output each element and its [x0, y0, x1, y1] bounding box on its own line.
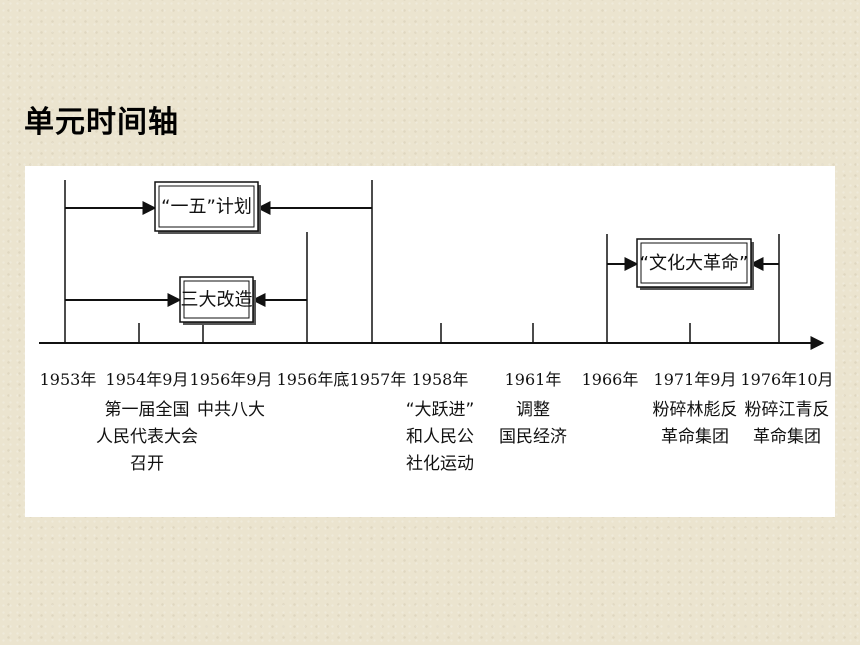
event-description-line: 社化运动 [406, 454, 474, 474]
event-year-label: 1961年 [505, 370, 562, 389]
slide-title: 单元时间轴 [24, 105, 179, 140]
event-year-label: 1976年10月 [740, 370, 833, 389]
period-box-inner [158, 185, 255, 228]
period-box [154, 181, 259, 232]
period-box [636, 238, 752, 288]
period-label: “文化大革命” [640, 253, 749, 274]
event-description-line: 召开 [130, 454, 164, 474]
event-description-line: 调整 [516, 400, 550, 420]
event-description-line: 第一届全国 [105, 400, 190, 420]
period-box [179, 276, 254, 323]
event-description-line: 和人民公 [406, 427, 474, 447]
event-description-line: 革命集团 [661, 427, 729, 447]
event-description-line: 粉碎江青反 [745, 400, 830, 420]
event-description-line: 革命集团 [753, 427, 821, 447]
event-year-label: 1956年9月 [190, 370, 273, 389]
event-year-label: 1953年 [40, 370, 97, 389]
period-box-inner [640, 242, 748, 284]
event-description-line: 人民代表大会 [96, 427, 198, 447]
event-year-label: 1954年9月 [106, 370, 189, 389]
event-description-line: 粉碎林彪反 [653, 400, 738, 420]
period-label: “一五”计划 [161, 197, 252, 218]
event-year-label: 1957年 [350, 370, 407, 389]
period-label: 三大改造 [181, 290, 253, 311]
event-description-line: “大跃进” [406, 400, 475, 420]
event-description-line: 国民经济 [499, 427, 567, 447]
timeline-diagram: 1953年 1954年9月第一届全国人民代表大会召开 1956年9月中共八大 1956… [25, 166, 835, 517]
event-year-label: 1966年 [582, 370, 639, 389]
event-year-label: 1958年 [412, 370, 469, 389]
event-description-line: 中共八大 [197, 400, 265, 420]
period-box-inner [183, 280, 250, 319]
event-year-label: 1956年底 [277, 370, 350, 389]
event-year-label: 1971年9月 [654, 370, 737, 389]
